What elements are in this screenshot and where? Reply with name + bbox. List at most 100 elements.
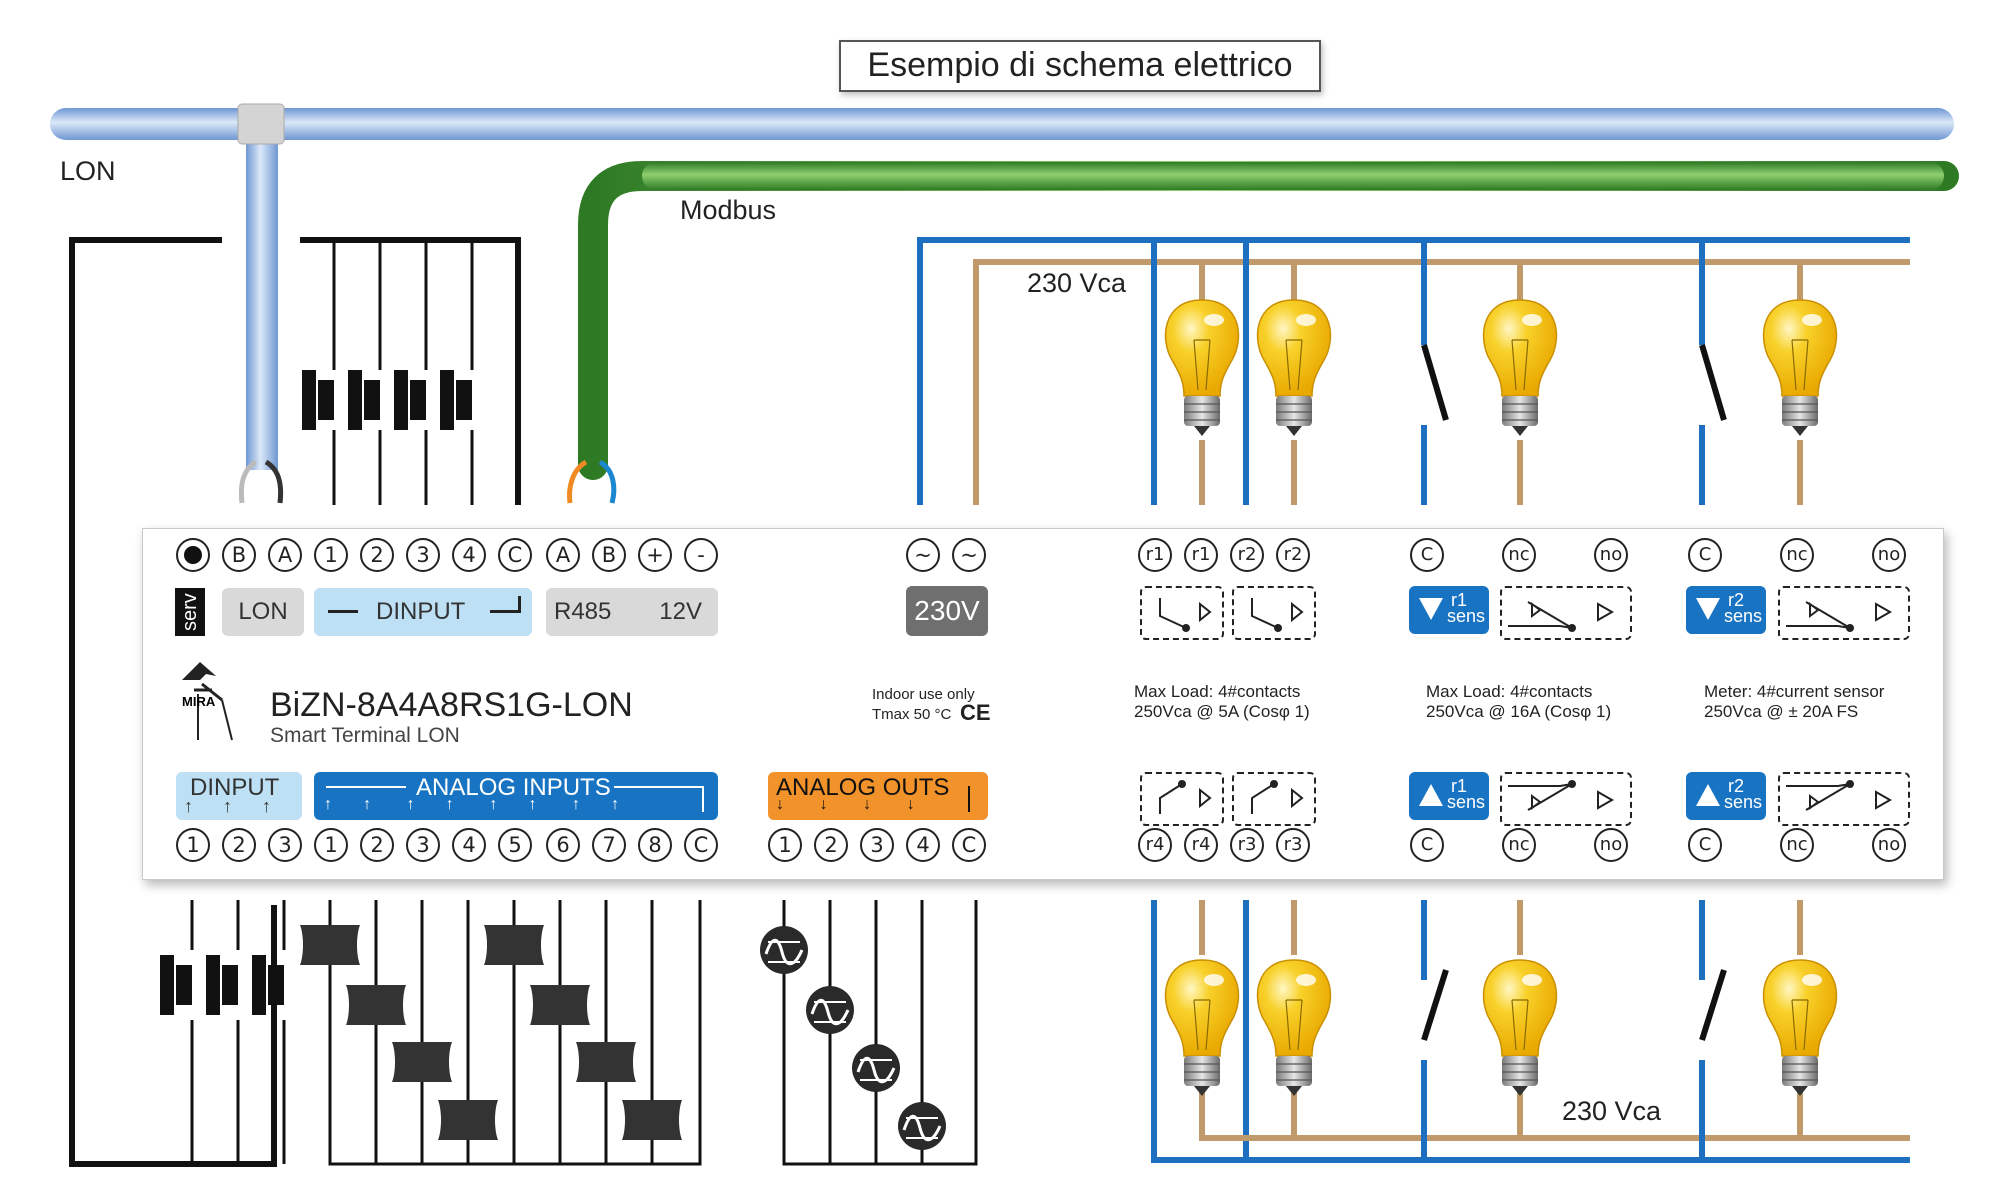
dinput-top-label: DINPUT bbox=[376, 598, 466, 625]
analog-input-sensors bbox=[300, 900, 702, 1166]
terminal[interactable]: no bbox=[1594, 538, 1628, 572]
spec-relay16-line1: Max Load: 4#contacts bbox=[1426, 682, 1593, 701]
terminal[interactable]: C bbox=[498, 538, 532, 572]
dinput-bar-icon bbox=[490, 610, 520, 613]
logo-text: MIRA bbox=[182, 695, 215, 708]
terminal[interactable]: no bbox=[1594, 828, 1628, 862]
sens-word: sens bbox=[1447, 792, 1486, 812]
relay-contact-icon bbox=[1232, 586, 1316, 640]
lon-drop bbox=[246, 125, 278, 470]
model-name: BiZN-8A4A8RS1G-LON bbox=[270, 686, 633, 724]
terminal[interactable]: 2 bbox=[222, 828, 256, 862]
terminal[interactable]: 4 bbox=[452, 828, 486, 862]
lamp-icon bbox=[1482, 959, 1558, 1097]
dinput-bracket-icon bbox=[518, 596, 521, 613]
lamp-icon bbox=[1762, 959, 1838, 1097]
terminal[interactable]: 3 bbox=[860, 828, 894, 862]
terminal[interactable]: + bbox=[638, 538, 672, 572]
terminal[interactable]: C bbox=[1410, 828, 1444, 862]
changeover-contact-icon bbox=[1500, 772, 1632, 826]
model-subtitle: Smart Terminal LON bbox=[270, 724, 460, 747]
terminal[interactable]: 6 bbox=[546, 828, 580, 862]
terminal[interactable]: B bbox=[222, 538, 256, 572]
lon-tee-connector bbox=[237, 103, 285, 145]
terminal[interactable]: nc bbox=[1502, 828, 1536, 862]
12v-label: 12V bbox=[659, 598, 702, 625]
changeover-contact-icon bbox=[1500, 586, 1632, 640]
terminal[interactable]: r4 bbox=[1138, 828, 1172, 862]
sens-id: r2 bbox=[1728, 776, 1745, 796]
sens-id: r2 bbox=[1728, 590, 1745, 610]
spec-relay-line2: 250Vca @ 5A (Cosφ 1) bbox=[1134, 702, 1310, 721]
terminal[interactable]: C bbox=[1410, 538, 1444, 572]
terminal[interactable]: 1 bbox=[176, 828, 210, 862]
spec-meter-line1: Meter: 4#current sensor bbox=[1704, 682, 1885, 701]
terminal[interactable]: 5 bbox=[498, 828, 532, 862]
terminal[interactable]: r2 bbox=[1276, 538, 1310, 572]
dinput-top-pill: DINPUT bbox=[314, 588, 532, 636]
sensor-arrow-icon bbox=[1696, 784, 1720, 806]
terminal[interactable]: ~ bbox=[952, 538, 986, 572]
terminal[interactable]: r4 bbox=[1184, 828, 1218, 862]
sensor-arrow-icon bbox=[1419, 598, 1443, 620]
terminal[interactable]: 2 bbox=[360, 538, 394, 572]
terminal[interactable]: nc bbox=[1502, 538, 1536, 572]
terminal[interactable]: 3 bbox=[268, 828, 302, 862]
terminal[interactable]: C bbox=[952, 828, 986, 862]
modbus-bus bbox=[578, 161, 1959, 480]
r485-label: R485 bbox=[554, 598, 612, 625]
terminal[interactable]: 4 bbox=[452, 538, 486, 572]
terminal[interactable]: C bbox=[1688, 538, 1722, 572]
terminal[interactable]: no bbox=[1872, 828, 1906, 862]
relay-contact-icon bbox=[1140, 772, 1224, 826]
relay-contact-icon bbox=[1232, 772, 1316, 826]
device-panel bbox=[142, 528, 1944, 880]
supply-top-wiring bbox=[917, 237, 1910, 505]
terminal[interactable]: B bbox=[592, 538, 626, 572]
sens-word: sens bbox=[1724, 792, 1763, 812]
lon-label: LON bbox=[60, 156, 116, 186]
lon-pill: LON bbox=[222, 588, 304, 636]
terminal[interactable]: 7 bbox=[592, 828, 626, 862]
terminal[interactable]: no bbox=[1872, 538, 1906, 572]
spec-meter-line2: 250Vca @ ± 20A FS bbox=[1704, 702, 1859, 721]
terminal[interactable]: nc bbox=[1780, 828, 1814, 862]
terminal[interactable]: r2 bbox=[1230, 538, 1264, 572]
changeover-contact-icon bbox=[1778, 772, 1910, 826]
terminal[interactable]: 2 bbox=[814, 828, 848, 862]
terminal[interactable]: C bbox=[684, 828, 718, 862]
dinput-bottom-label: DINPUT bbox=[190, 774, 280, 801]
terminal[interactable]: nc bbox=[1780, 538, 1814, 572]
bracket-end-icon bbox=[968, 786, 970, 812]
supply-bottom-wiring bbox=[1151, 900, 1910, 1163]
terminal[interactable]: r1 bbox=[1138, 538, 1172, 572]
diagram-title: Esempio di schema elettrico bbox=[839, 40, 1321, 92]
terminal[interactable]: 3 bbox=[406, 538, 440, 572]
terminal[interactable]: A bbox=[546, 538, 580, 572]
terminal[interactable]: 1 bbox=[768, 828, 802, 862]
supply-bottom-label: 230 Vca bbox=[1562, 1096, 1662, 1126]
terminal[interactable]: ~ bbox=[906, 538, 940, 572]
terminal[interactable]: r3 bbox=[1230, 828, 1264, 862]
terminal[interactable]: 4 bbox=[906, 828, 940, 862]
terminal[interactable]: 1 bbox=[314, 828, 348, 862]
terminal[interactable]: 3 bbox=[406, 828, 440, 862]
terminal[interactable]: A bbox=[268, 538, 302, 572]
terminal[interactable]: r3 bbox=[1276, 828, 1310, 862]
spec-relay16-line2: 250Vca @ 16A (Cosφ 1) bbox=[1426, 702, 1612, 721]
terminal[interactable]: r1 bbox=[1184, 538, 1218, 572]
analog-inputs-pill: ANALOG INPUTS ↑ ↑ ↑ ↑ ↑ ↑ ↑ ↑ bbox=[314, 772, 718, 820]
terminal[interactable]: 8 bbox=[638, 828, 672, 862]
serv-button[interactable] bbox=[176, 538, 210, 572]
serv-label: serv bbox=[175, 588, 205, 636]
terminal[interactable]: - bbox=[684, 538, 718, 572]
terminal[interactable]: 2 bbox=[360, 828, 394, 862]
dinput-switches bbox=[300, 237, 521, 505]
terminal[interactable]: C bbox=[1688, 828, 1722, 862]
terminal[interactable]: 1 bbox=[314, 538, 348, 572]
modbus-label: Modbus bbox=[680, 195, 777, 225]
sens-id: r1 bbox=[1451, 776, 1468, 796]
lon-bus bbox=[50, 108, 1954, 140]
